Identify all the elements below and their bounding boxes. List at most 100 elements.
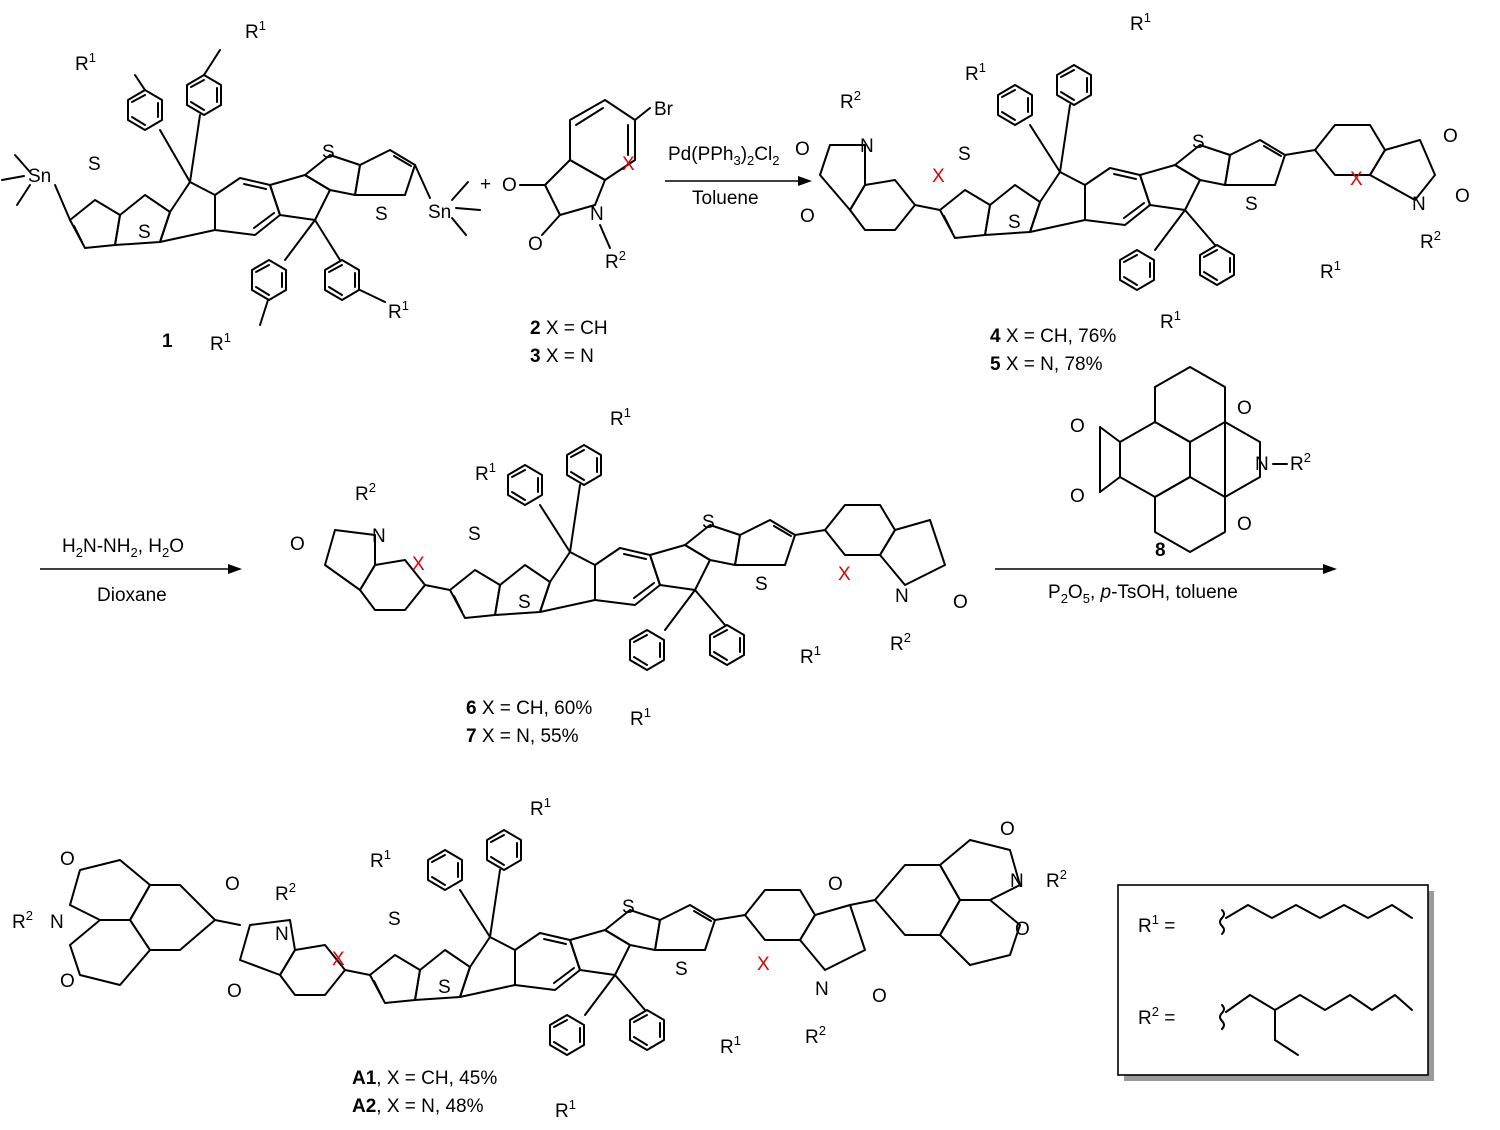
nitrogen-atom: N	[815, 979, 829, 1000]
r2-substituent: R2	[1290, 450, 1311, 475]
oxygen-atom: O	[953, 592, 968, 613]
nitrogen-atom: N	[50, 912, 64, 933]
oxygen-atom: O	[60, 849, 75, 870]
step2-reagent: H2N-NH2, H2O	[62, 536, 184, 560]
compound-a2-label: A2, X = N, 48%	[352, 1096, 484, 1117]
sulfur-atom: S	[375, 204, 388, 225]
r1-substituent: R1	[75, 50, 96, 75]
r2-substituent: R2	[275, 880, 296, 905]
r1-substituent: R1	[530, 795, 551, 820]
sulfur-atom: S	[1245, 194, 1258, 215]
sulfur-atom: S	[88, 154, 101, 175]
sulfur-atom: S	[138, 222, 151, 243]
r2-legend-label: R2 =	[1138, 1004, 1175, 1029]
substituent-legend-box: R1 = R2 =	[1117, 884, 1434, 1081]
nitrogen-atom: N	[895, 586, 909, 607]
reaction-arrow-step2	[40, 564, 242, 574]
x-atom: X	[932, 166, 945, 187]
reaction-arrow-step3	[995, 564, 1337, 574]
r1-substituent: R1	[610, 405, 631, 430]
plus-sign: +	[480, 174, 491, 195]
r1-substituent: R1	[388, 298, 409, 323]
oxygen-atom: O	[227, 981, 242, 1002]
nitrogen-atom: N	[372, 526, 386, 547]
nitrogen-atom: N	[860, 136, 874, 157]
compound-1-label: 1	[162, 331, 173, 352]
oxygen-atom: O	[872, 986, 887, 1007]
oxygen-atom: O	[1000, 819, 1015, 840]
sulfur-atom: S	[958, 144, 971, 165]
tin-atom-right: Sn	[428, 202, 451, 223]
oxygen-atom: O	[1443, 126, 1458, 147]
oxygen-atom: O	[1015, 919, 1030, 940]
r1-substituent: R1	[965, 60, 986, 85]
r2-ethyl-branch	[1274, 1009, 1299, 1056]
r1-substituent: R1	[1160, 308, 1181, 333]
r1-hexyl-chain	[1225, 904, 1413, 919]
nitrogen-atom: N	[1255, 454, 1269, 475]
oxygen-atom: O	[795, 139, 810, 160]
r2-substituent: R2	[605, 248, 626, 273]
r2-wavy-bond	[1219, 1004, 1225, 1030]
r1-substituent: R1	[210, 330, 231, 355]
compound-5-label: 5 X = N, 78%	[990, 354, 1103, 375]
oxygen-atom: O	[1070, 416, 1085, 437]
r1-substituent: R1	[720, 1033, 741, 1058]
sulfur-atom: S	[322, 142, 335, 163]
compound-8-structure: O O O O N R2	[1070, 366, 1311, 553]
x-atom: X	[412, 554, 425, 575]
nitrogen-atom: N	[275, 924, 289, 945]
oxygen-atom: O	[502, 175, 517, 196]
oxygen-atom: O	[1070, 486, 1085, 507]
sulfur-atom: S	[438, 977, 451, 998]
sulfur-atom: S	[468, 524, 481, 545]
compound-4-label: 4 X = CH, 76%	[990, 326, 1116, 347]
compound-a1-a2-structure: S S S S X N O R2 O O O N R2 X N O R2 O O…	[12, 795, 1067, 1122]
compound-7-label: 7 X = N, 55%	[466, 726, 579, 747]
step1-catalyst: Pd(PPh3)2Cl2	[668, 144, 779, 168]
x-atom: X	[1350, 169, 1363, 190]
r2-ethylhexyl-chain	[1225, 994, 1413, 1013]
r1-substituent: R1	[245, 18, 266, 43]
r1-substituent: R1	[1320, 258, 1341, 283]
r2-substituent: R2	[890, 630, 911, 655]
r1-substituent: R1	[800, 643, 821, 668]
r2-substituent: R2	[355, 480, 376, 505]
sulfur-atom: S	[675, 959, 688, 980]
compound-2-3-structure: Br X N O O R2	[502, 99, 674, 273]
r1-substituent: R1	[475, 460, 496, 485]
compound-2-label: 2 X = CH	[530, 318, 608, 339]
sulfur-atom: S	[1192, 132, 1205, 153]
x-atom: X	[838, 564, 851, 585]
oxygen-atom: O	[225, 874, 240, 895]
x-atom: X	[332, 949, 345, 970]
r2-substituent: R2	[840, 88, 861, 113]
compound-3-label: 3 X = N	[530, 346, 594, 367]
tin-atom-left: Sn	[28, 166, 51, 187]
compound-6-7-structure: S S S S X N O R2 X N O R2 R1 R1 R1 R1	[290, 405, 968, 730]
oxygen-atom: O	[528, 234, 543, 255]
compound-a1-label: A1, X = CH, 45%	[352, 1068, 497, 1089]
step3-reagent: P2O5, p-TsOH, toluene	[1048, 582, 1238, 606]
r1-legend-label: R1 =	[1138, 912, 1175, 937]
oxygen-atom: O	[1237, 398, 1252, 419]
compound-8-label: 8	[1155, 540, 1166, 561]
sulfur-atom: S	[388, 909, 401, 930]
compound-1-structure: Sn Sn S S S S R1 R1 R1 R1	[1, 18, 481, 355]
sulfur-atom: S	[518, 592, 531, 613]
r2-substituent: R2	[12, 908, 33, 933]
r1-substituent: R1	[555, 1097, 576, 1122]
x-atom: X	[622, 154, 635, 175]
compound-6-label: 6 X = CH, 60%	[466, 698, 592, 719]
sulfur-atom: S	[622, 897, 635, 918]
r2-substituent: R2	[1420, 228, 1441, 253]
oxygen-atom: O	[60, 971, 75, 992]
nitrogen-atom: N	[590, 204, 604, 225]
x-atom: X	[757, 954, 770, 975]
nitrogen-atom: N	[1412, 194, 1426, 215]
sulfur-atom: S	[1008, 212, 1021, 233]
r2-substituent: R2	[805, 1023, 826, 1048]
oxygen-atom: O	[290, 534, 305, 555]
r1-substituent: R1	[1130, 10, 1151, 35]
